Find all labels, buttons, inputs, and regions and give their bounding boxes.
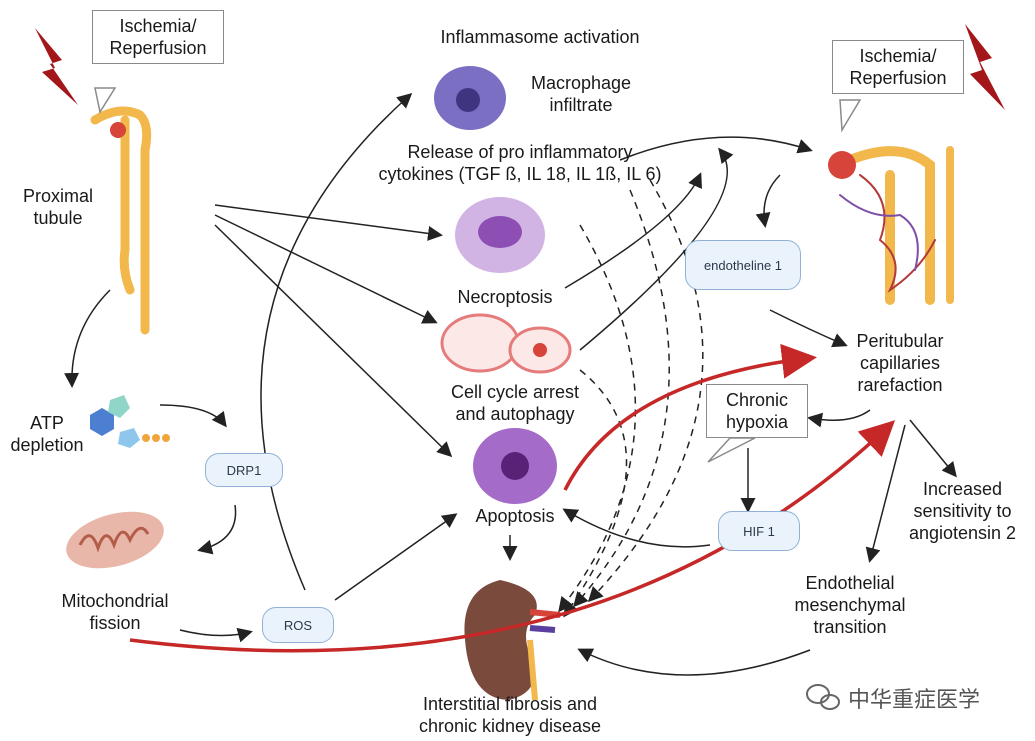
cytokines-line1: Release of pro inflammatory bbox=[407, 142, 633, 162]
ros-pill: ROS bbox=[262, 607, 334, 643]
cellcycle-line1: Cell cycle arrest bbox=[450, 382, 580, 402]
arrow-atp-drp1 bbox=[159, 404, 227, 428]
callout-pointer-hypoxia bbox=[707, 437, 756, 463]
fibrosis-line2: chronic kidney disease bbox=[418, 716, 602, 736]
nephron-right-icon bbox=[839, 146, 954, 305]
atp-label: ATP depletion bbox=[0, 412, 94, 456]
dividing-cell-icon bbox=[440, 313, 520, 373]
mito-line2: fission bbox=[89, 613, 141, 633]
necroptosis-label: Necroptosis bbox=[457, 287, 553, 307]
arrow-cytokines-nephron bbox=[619, 136, 813, 161]
atp-line1: ATP bbox=[30, 413, 64, 433]
ischemia-callout-right: Ischemia/ Reperfusion bbox=[832, 40, 964, 94]
lightning-left-icon bbox=[35, 28, 78, 105]
cell-cycle-label: Cell cycle arrest and autophagy bbox=[425, 381, 605, 425]
apoptosis-nucleus-icon bbox=[501, 452, 529, 480]
fibrosis-label: Interstitial fibrosis and chronic kidney… bbox=[390, 693, 630, 737]
dashed-cellcycle-kidney bbox=[563, 369, 628, 618]
wechat-icon bbox=[806, 684, 840, 710]
mitochondrion-cristae-icon bbox=[78, 526, 150, 553]
dashed-necro-kidney bbox=[558, 224, 637, 613]
endmt-line2: mesenchymal bbox=[794, 595, 906, 615]
peritubular-line3: rarefaction bbox=[857, 375, 943, 395]
proximal-tubule-icon bbox=[90, 106, 152, 335]
endmt-label: Endothelial mesenchymal transition bbox=[780, 572, 920, 638]
daughter-nucleus-icon bbox=[533, 343, 547, 357]
arrow-hif-apoptosis bbox=[562, 508, 711, 548]
apoptosis-label: Apoptosis bbox=[475, 506, 555, 526]
ischemia-right-line2: Reperfusion bbox=[849, 68, 947, 88]
ureter-icon bbox=[527, 639, 538, 701]
fibrosis-line1: Interstitial fibrosis and bbox=[422, 694, 598, 714]
atp-molecule-icon bbox=[90, 395, 170, 448]
arrow-tubule-atp bbox=[64, 289, 111, 388]
lightning-right-icon bbox=[965, 24, 1005, 110]
kidney-icon bbox=[464, 580, 537, 700]
glomerulus-left-icon bbox=[110, 122, 126, 138]
arrow-peritubular-hypoxia bbox=[807, 409, 871, 428]
arrow-necro-cytokines bbox=[564, 172, 702, 289]
arrow-endotheline-peritubular bbox=[769, 309, 848, 348]
cellcycle-line2: and autophagy bbox=[455, 404, 575, 424]
drp1-pill: DRP1 bbox=[205, 453, 283, 487]
glomerulus-right-icon bbox=[828, 151, 856, 179]
arrow-tubule-necroptosis bbox=[214, 204, 443, 241]
arrow-peritubular-endmt bbox=[865, 424, 906, 563]
proximal-line1: Proximal bbox=[22, 186, 93, 206]
arrow-peritubular-sensitivity bbox=[909, 419, 957, 478]
dashed-cytokine-kidney bbox=[573, 189, 670, 608]
endotheline-pill: endotheline 1 bbox=[685, 240, 801, 290]
endmt-line3: transition bbox=[813, 617, 887, 637]
mito-line1: Mitochondrial bbox=[61, 591, 169, 611]
sensitivity-line2: sensitivity to bbox=[913, 501, 1012, 521]
atp-line2: depletion bbox=[10, 435, 84, 455]
arrow-cellcycle-cytokines bbox=[579, 147, 734, 351]
macrophage-label: Macrophage infiltrate bbox=[516, 72, 646, 116]
red-arrow-mito-peritubular bbox=[129, 420, 896, 653]
arrow-ros-apoptosis bbox=[334, 513, 458, 601]
watermark-text: 中华重症医学 bbox=[848, 687, 981, 712]
endmt-line1: Endothelial bbox=[805, 573, 895, 593]
macrophage-nucleus-icon bbox=[456, 88, 480, 112]
peritubular-line2: capillaries bbox=[859, 353, 941, 373]
ischemia-callout-left: Ischemia/ Reperfusion bbox=[92, 10, 224, 64]
ischemia-left-line1: Ischemia/ bbox=[119, 16, 197, 36]
peritubular-label: Peritubular capillaries rarefaction bbox=[840, 330, 960, 396]
renal-vein-icon bbox=[529, 625, 556, 633]
sensitivity-line1: Increased bbox=[922, 479, 1003, 499]
hypoxia-callout: Chronic hypoxia bbox=[706, 384, 808, 438]
hif-pill: HIF 1 bbox=[718, 511, 800, 551]
cytokines-line2: cytokines (TGF ß, IL 18, IL 1ß, IL 6) bbox=[378, 164, 662, 184]
red-arrow-apoptosis-peritubular bbox=[563, 343, 817, 491]
macrophage-line2: infiltrate bbox=[549, 95, 613, 115]
proximal-tubule-label: Proximal tubule bbox=[8, 185, 108, 229]
inflammasome-label: Inflammasome activation bbox=[440, 27, 640, 47]
arrow-nephron-endotheline bbox=[755, 174, 781, 228]
hypoxia-line1: Chronic bbox=[725, 390, 789, 410]
callout-pointer-right bbox=[839, 99, 862, 133]
sensitivity-label: Increased sensitivity to angiotensin 2 bbox=[895, 478, 1030, 544]
ischemia-left-line2: Reperfusion bbox=[109, 38, 207, 58]
arrow-ros-macrophage bbox=[260, 93, 413, 591]
necroptosis-nucleus-icon bbox=[478, 216, 522, 248]
arrow-mito-ros bbox=[179, 627, 253, 643]
arrow-tubule-cellcycle bbox=[214, 214, 438, 324]
arrow-endmt-kidney bbox=[577, 648, 811, 676]
dashed-cytokine2-kidney bbox=[587, 179, 704, 603]
hypoxia-line2: hypoxia bbox=[725, 412, 789, 432]
arrow-tubule-apoptosis bbox=[214, 224, 453, 458]
sensitivity-line3: angiotensin 2 bbox=[908, 523, 1017, 543]
mito-label: Mitochondrial fission bbox=[45, 590, 185, 634]
callout-pointer-left bbox=[94, 87, 117, 114]
arrow-drp1-mito bbox=[197, 504, 237, 555]
peritubular-line1: Peritubular bbox=[856, 331, 944, 351]
cytokines-label: Release of pro inflammatory cytokines (T… bbox=[350, 141, 690, 185]
proximal-line2: tubule bbox=[33, 208, 83, 228]
ischemia-right-line1: Ischemia/ bbox=[859, 46, 937, 66]
macrophage-line1: Macrophage bbox=[530, 73, 632, 93]
